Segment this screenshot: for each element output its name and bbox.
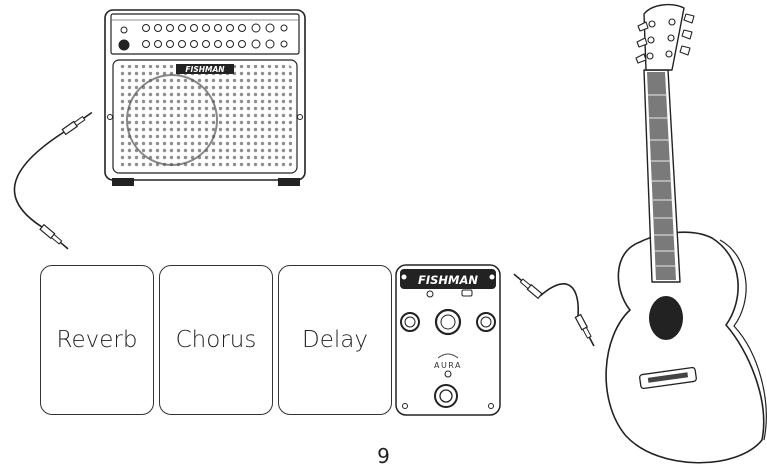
pedal-knob-left [400,312,420,332]
pedal-label-delay: Delay [302,327,368,353]
instrument-cable-amp [13,111,93,250]
pedal-knob-center [434,308,462,336]
pedal-brand-logo: FISHMAN [418,273,478,287]
pedal-label-reverb: Reverb [56,327,138,353]
pedal-footswitch [434,384,458,408]
aura-preamp-pedal: FISHMAN AURA [395,264,501,416]
pedal-reverb: Reverb [40,265,154,415]
aura-logo: AURA [434,361,462,370]
acoustic-guitar [605,3,767,464]
page-number: 9 [377,444,390,468]
instrument-cable-guitar [513,273,595,347]
amp-control-panel [110,13,300,55]
pedal-chorus: Chorus [159,265,273,415]
pedal-delay: Delay [278,265,392,415]
amp-brand-logo: FISHMAN [185,65,225,74]
pedal-knob-right [476,312,496,332]
pedal-label-chorus: Chorus [175,327,257,353]
acoustic-amplifier: FISHMAN [104,9,306,186]
